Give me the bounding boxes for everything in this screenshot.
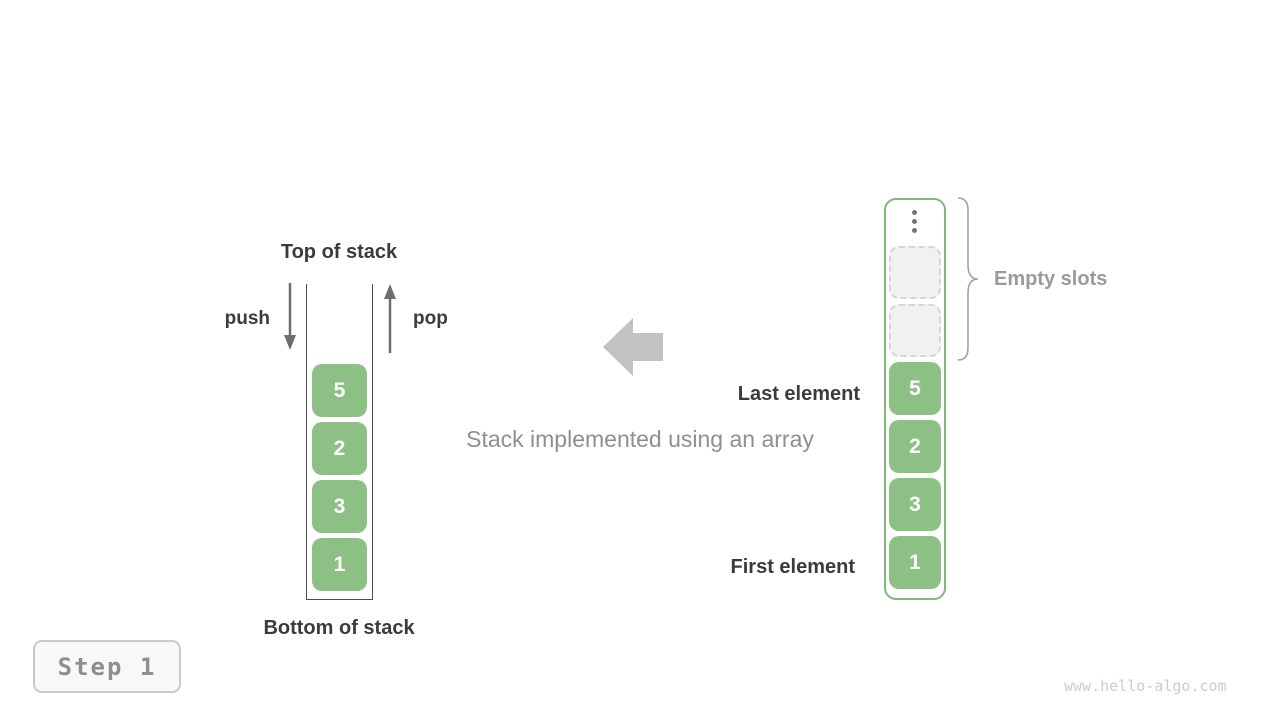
push-down-arrow-icon xyxy=(284,283,296,350)
first-element-label: First element xyxy=(730,556,855,578)
step-badge-label: Step 1 xyxy=(57,652,157,681)
empty-slot xyxy=(889,304,941,357)
empty-slot xyxy=(889,246,941,299)
top-of-stack-label: Top of stack xyxy=(280,241,398,263)
array-cell: 2 xyxy=(889,420,941,473)
curly-brace-icon xyxy=(957,197,979,361)
vertical-ellipsis-icon xyxy=(912,210,917,233)
watermark-text: www.hello-algo.com xyxy=(1064,677,1227,695)
last-element-label: Last element xyxy=(737,383,860,405)
pop-label: pop xyxy=(413,308,448,329)
array-cell: 5 xyxy=(889,362,941,415)
bottom-of-stack-label: Bottom of stack xyxy=(263,617,415,639)
push-label: push xyxy=(224,308,270,329)
diagram-caption: Stack implemented using an array xyxy=(466,426,814,452)
left-block-arrow-icon xyxy=(603,318,663,376)
pop-up-arrow-icon xyxy=(384,284,396,353)
empty-slots-label: Empty slots xyxy=(994,268,1108,290)
stack-cell: 2 xyxy=(312,422,367,475)
array-cell: 1 xyxy=(889,536,941,589)
stack-container xyxy=(306,284,373,600)
stack-cell: 3 xyxy=(312,480,367,533)
stack-cell: 5 xyxy=(312,364,367,417)
step-badge: Step 1 xyxy=(33,640,181,693)
stack-cell: 1 xyxy=(312,538,367,591)
array-cell: 3 xyxy=(889,478,941,531)
